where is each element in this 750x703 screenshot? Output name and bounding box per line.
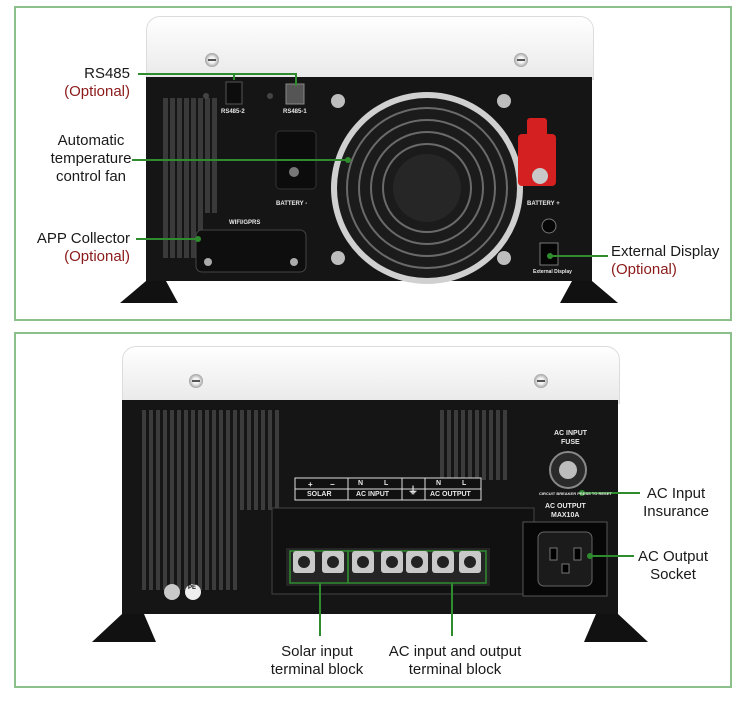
external-display-port-label: External Display — [533, 269, 572, 275]
terminal-l2-label: L — [462, 480, 467, 487]
ac-input-insurance-callout: AC Input Insurance — [634, 485, 718, 521]
terminal-solar-label: SOLAR — [307, 491, 332, 498]
wifi-gprs-label: WIFI/GPRS — [229, 220, 261, 226]
terminal-screw — [432, 551, 454, 573]
app-collector-callout: APP Collector (Optional) — [14, 230, 130, 266]
rs485-1-port-label: RS485-1 — [283, 109, 307, 115]
ground-symbol-icon: ⏚ — [408, 486, 418, 497]
rs485-callout: RS485 (Optional) — [40, 65, 130, 101]
cover-screw-right — [514, 53, 528, 67]
fan-callout: Automatic temperature control fan — [34, 132, 148, 186]
fan-line-2: temperature — [50, 150, 132, 167]
ac-terminal-line-2: terminal block — [408, 661, 502, 678]
terminal-ac-output-label: AC OUTPUT — [430, 491, 471, 498]
cover-screw-left-2 — [189, 374, 203, 388]
inverter-top-cover — [146, 16, 594, 80]
rs485-title: RS485 — [84, 65, 130, 82]
battery-positive-label: BATTERY + — [527, 201, 560, 207]
rs485-2-port-label: RS485-2 — [221, 109, 245, 115]
ac-output-socket-line-2: Socket — [650, 566, 696, 583]
terminal-n2-label: N — [436, 480, 442, 487]
terminal-n1-label: N — [358, 480, 364, 487]
output-label-line-1: AC OUTPUT — [545, 503, 586, 510]
battery-negative-label: BATTERY - — [276, 201, 308, 207]
terminal-ac-input-label: AC INPUT — [356, 491, 390, 498]
terminal-screw — [406, 551, 428, 573]
output-label-line-2: MAX10A — [551, 512, 580, 519]
pe-label: PE — [188, 585, 197, 591]
terminal-screw — [459, 551, 481, 573]
terminal-plus-label: + — [308, 480, 313, 489]
terminal-l1-label: L — [384, 480, 389, 487]
cover-screw-left — [205, 53, 219, 67]
ac-output-socket-callout: AC Output Socket — [630, 548, 716, 584]
terminal-screw — [352, 551, 374, 573]
app-collector-optional: (Optional) — [64, 248, 130, 265]
external-display-title: External Display — [611, 243, 720, 260]
fan-line-3: control fan — [55, 168, 127, 185]
external-display-callout: External Display (Optional) — [611, 243, 731, 279]
terminal-screw — [293, 551, 315, 573]
solar-terminal-callout: Solar input terminal block — [250, 643, 384, 679]
solar-terminal-line-1: Solar input — [281, 643, 353, 660]
external-display-optional: (Optional) — [611, 261, 677, 278]
fuse-label-line-2: FUSE — [561, 439, 580, 446]
terminal-screw — [381, 551, 403, 573]
ac-terminal-callout: AC input and output terminal block — [380, 643, 530, 679]
ac-terminal-line-1: AC input and output — [388, 643, 522, 660]
terminal-minus-label: − — [330, 480, 335, 489]
ac-input-insurance-line-1: AC Input — [646, 485, 706, 502]
solar-terminal-line-2: terminal block — [270, 661, 364, 678]
ac-output-socket-line-1: AC Output — [637, 548, 709, 565]
fan-line-1: Automatic — [57, 132, 125, 149]
app-collector-title: APP Collector — [36, 230, 130, 247]
ac-input-insurance-line-2: Insurance — [643, 503, 709, 520]
rs485-optional: (Optional) — [64, 83, 130, 100]
terminal-screw — [322, 551, 344, 573]
cover-screw-right-2 — [534, 374, 548, 388]
breaker-text: CIRCUIT BREAKER PRESS TO RESET — [539, 491, 612, 496]
fuse-label-line-1: AC INPUT — [554, 430, 588, 437]
